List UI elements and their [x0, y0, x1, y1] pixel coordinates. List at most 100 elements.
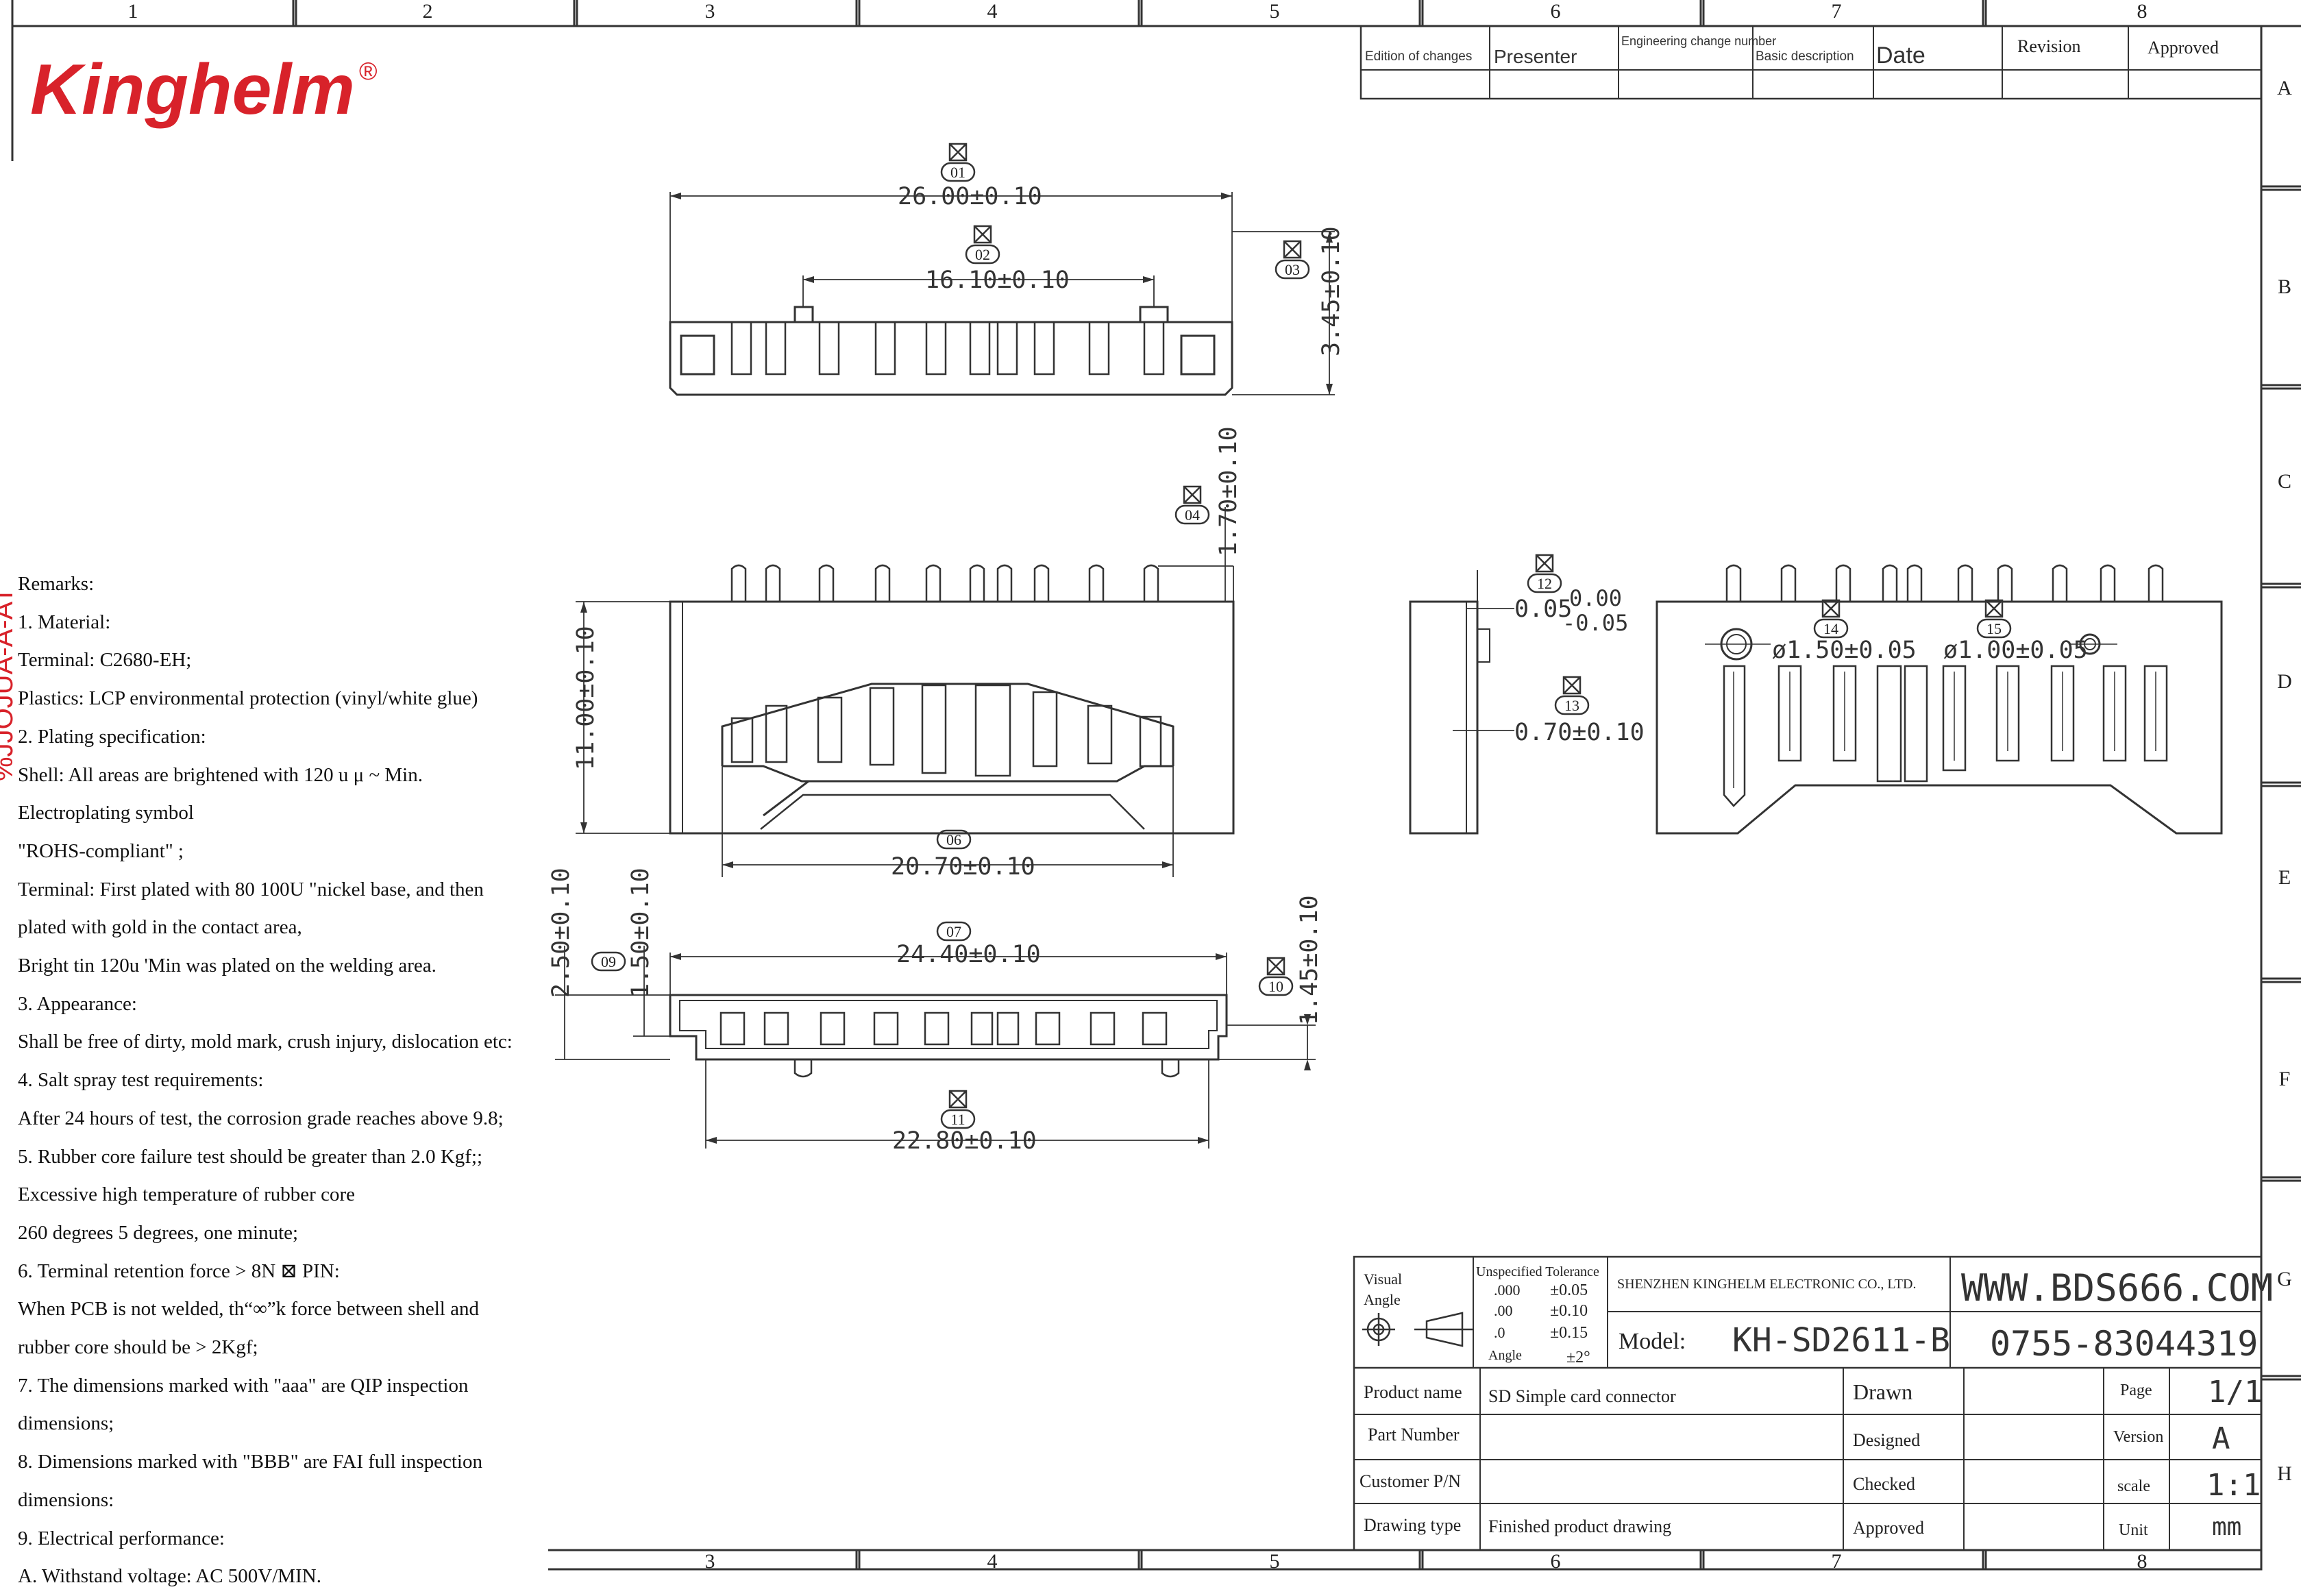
- drawing-type: Finished product drawing: [1488, 1517, 1671, 1536]
- brand-registered-mark: ®: [359, 57, 378, 85]
- angle-label: Angle: [1364, 1291, 1401, 1308]
- dim-15-value: ø1.00±0.05: [1943, 637, 2088, 664]
- balloon-09: 09: [601, 953, 616, 970]
- page-value: 1/1: [2208, 1375, 2262, 1410]
- remark-line: "ROHS-compliant" ;: [18, 839, 184, 862]
- remark-line: After 24 hours of test, the corrosion gr…: [18, 1107, 504, 1129]
- dim-01-value: 26.00±0.10: [898, 183, 1042, 210]
- tol-v-2: ±0.15: [1550, 1324, 1588, 1342]
- remark-line: 2. Plating specification:: [18, 725, 206, 748]
- customer-pn-label: Customer P/N: [1359, 1471, 1461, 1491]
- dim-09-value: 1.50±0.10: [627, 868, 654, 998]
- scale-value: 1:1: [2206, 1468, 2261, 1503]
- designed-label: Designed: [1853, 1430, 1920, 1450]
- remark-line: Plastics: LCP environmental protection (…: [18, 687, 478, 710]
- grid-row-h: H: [2277, 1462, 2292, 1485]
- website: WWW.BDS666.COM: [1961, 1266, 2273, 1310]
- rev-header-edition: Edition of changes: [1365, 49, 1472, 64]
- grid-row-e: E: [2278, 866, 2291, 889]
- dim-12-tol-upper: 0.00: [1569, 585, 1622, 611]
- remark-line: rubber core should be > 2Kgf;: [18, 1336, 258, 1359]
- rev-header-ecn: Engineering change number: [1621, 34, 1776, 48]
- unit-value: mm: [2212, 1513, 2241, 1541]
- grid-col-2: 2: [423, 0, 433, 23]
- remark-line: Excessive high temperature of rubber cor…: [18, 1183, 355, 1206]
- scale-label: scale: [2117, 1477, 2150, 1495]
- version-label: Version: [2113, 1428, 2163, 1446]
- remark-line: 4. Salt spray test requirements:: [18, 1069, 264, 1092]
- grid-col-bottom-5: 5: [1270, 1550, 1280, 1573]
- remark-line: Electroplating symbol: [18, 802, 194, 824]
- checked-label: Checked: [1853, 1474, 1915, 1494]
- dim-12-tol-lower: -0.05: [1562, 610, 1628, 636]
- remark-line: Bright tin 120u 'Min was plated on the w…: [18, 955, 436, 977]
- rear-view: [1656, 564, 2223, 835]
- dim-14-value: ø1.50±0.05: [1772, 637, 1917, 664]
- balloon-11: 11: [950, 1111, 965, 1128]
- balloon-06: 06: [946, 831, 961, 848]
- rev-header-approved: Approved: [2148, 38, 2219, 58]
- remark-line: dimensions;: [18, 1412, 114, 1435]
- rev-header-revision: Revision: [2017, 36, 2080, 56]
- remark-line: 260 degrees 5 degrees, one minute;: [18, 1221, 299, 1244]
- model-number: KH-SD2611-B: [1732, 1321, 1950, 1360]
- top-view: [669, 192, 1335, 396]
- remark-line: Shall be free of dirty, mold mark, crush…: [18, 1031, 513, 1053]
- grid-col-bottom-4: 4: [987, 1550, 998, 1573]
- grid-col-8: 8: [2137, 0, 2148, 23]
- part-number-label: Part Number: [1368, 1425, 1460, 1445]
- balloon-10: 10: [1268, 978, 1283, 995]
- grid-col-4: 4: [987, 0, 998, 23]
- grid-col-1: 1: [128, 0, 138, 23]
- remark-line: 6. Terminal retention force > 8N ⊠ PIN:: [18, 1260, 340, 1282]
- tolerance-title: Unspecified Tolerance: [1476, 1264, 1599, 1279]
- grid-col-bottom-8: 8: [2137, 1550, 2148, 1573]
- rev-header-date: Date: [1876, 42, 1925, 69]
- visual-label: Visual: [1364, 1270, 1402, 1288]
- tol-v-1: ±0.10: [1550, 1302, 1588, 1320]
- tol-k-2: .0: [1494, 1324, 1505, 1341]
- approved-label: Approved: [1853, 1518, 1924, 1538]
- balloon-02: 02: [975, 246, 990, 263]
- grid-row-g: G: [2277, 1268, 2292, 1290]
- grid-col-bottom-6: 6: [1551, 1550, 1561, 1573]
- remark-line: A. Withstand voltage: AC 500V/MIN.: [18, 1565, 321, 1588]
- remark-line: 8. Dimensions marked with "BBB" are FAI …: [18, 1451, 482, 1473]
- brand-logo: Kinghelm: [30, 50, 355, 130]
- drawn-label: Drawn: [1853, 1379, 1912, 1404]
- dim-04-value: 1.70±0.10: [1215, 426, 1242, 556]
- product-name: SD Simple card connector: [1488, 1386, 1676, 1406]
- dim-10-value: 1.45±0.10: [1296, 895, 1323, 1025]
- remark-line: Terminal: First plated with 80 100U "nic…: [18, 878, 484, 900]
- remark-line: 1. Material:: [18, 611, 111, 633]
- remark-line: Terminal: C2680-EH;: [18, 649, 192, 672]
- page-label: Page: [2120, 1382, 2152, 1399]
- grid-row-f: F: [2279, 1068, 2291, 1090]
- grid-row-b: B: [2278, 275, 2291, 298]
- grid-col-5: 5: [1270, 0, 1280, 23]
- brand-side-text: %JJOJUA-A-AT: [0, 587, 19, 781]
- dim-07-value: 24.40±0.10: [896, 941, 1041, 968]
- dim-08-value: 2.50±0.10: [547, 868, 575, 998]
- remark-line: 3. Appearance:: [18, 992, 137, 1015]
- remark-line: 5. Rubber core failure test should be gr…: [18, 1145, 483, 1168]
- bottom-view: [555, 946, 1316, 1149]
- balloon-07: 07: [946, 923, 961, 940]
- product-name-label: Product name: [1364, 1382, 1462, 1402]
- side-view: [1409, 570, 1514, 835]
- company-name: SHENZHEN KINGHELM ELECTRONIC CO., LTD.: [1617, 1277, 1916, 1292]
- balloon-14: 14: [1823, 620, 1838, 637]
- projection-symbol-icon: [1362, 1312, 1473, 1347]
- rev-header-presenter: Presenter: [1494, 46, 1577, 67]
- dim-12-value: 0.05: [1514, 596, 1572, 623]
- grid-row-c: C: [2278, 470, 2291, 493]
- drawing-type-label: Drawing type: [1364, 1515, 1461, 1535]
- model-label: Model:: [1619, 1329, 1686, 1354]
- balloon-03: 03: [1285, 261, 1300, 278]
- grid-col-bottom-3: 3: [705, 1550, 715, 1573]
- tol-v-0: ±0.05: [1550, 1281, 1588, 1299]
- phone: 0755-83044319: [1990, 1324, 2258, 1364]
- tol-v-3: ±2°: [1566, 1349, 1590, 1366]
- remark-line: 9. Electrical performance:: [18, 1527, 225, 1549]
